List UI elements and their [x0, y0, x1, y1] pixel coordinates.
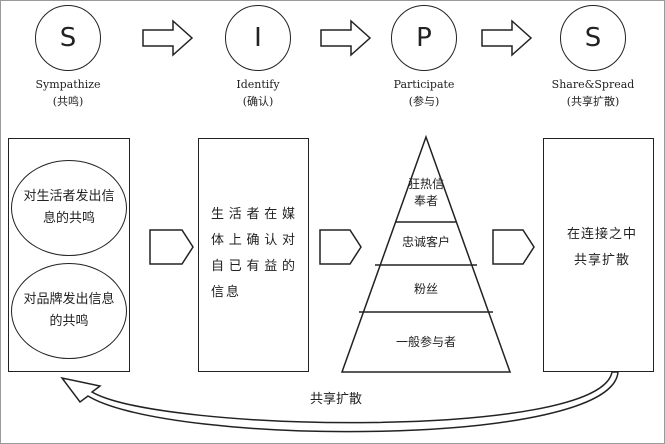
- identify-text: 生活者在媒体上确认对自已有益的信息: [211, 207, 297, 300]
- mid-chevron-3: [492, 229, 535, 265]
- step-label-participate: Participate(参与): [393, 78, 455, 108]
- step-label-sympathize: Sympathize(共鸣): [35, 78, 101, 108]
- top-arrow-2: [320, 19, 372, 57]
- top-arrow-3: [481, 19, 533, 57]
- sympathize-item-brand: 对品牌发出信息的共鸣: [11, 263, 127, 359]
- mid-chevron-1: [149, 229, 194, 265]
- share-spread-box: [543, 138, 654, 372]
- step-circle-i: I: [225, 5, 291, 71]
- step-circle-s2: S: [560, 5, 626, 71]
- step-label-identify: Identify(确认): [236, 78, 280, 108]
- pyramid-level-fans: 粉丝: [413, 282, 438, 296]
- step-label-share-spread: Share&Spread(共享扩散): [551, 78, 635, 108]
- loop-label: 共享扩散: [309, 392, 362, 407]
- share-spread-text: 在连接之中共享扩散: [566, 227, 637, 268]
- identify-box: [198, 138, 309, 372]
- step-circle-s1: S: [35, 5, 101, 71]
- pyramid-level-zealots: 狂热信奉者: [407, 177, 444, 208]
- pyramid-outline: [340, 134, 512, 373]
- sympathize-item-info: 对生活者发出信息的共鸣: [11, 160, 127, 256]
- pyramid-level-loyal: 忠诚客户: [401, 235, 450, 249]
- top-arrow-1: [142, 19, 194, 57]
- step-circle-p: P: [391, 5, 457, 71]
- pyramid-level-general: 一般参与者: [395, 335, 456, 349]
- loop-arrow: [60, 371, 619, 433]
- mid-chevron-2: [319, 229, 362, 265]
